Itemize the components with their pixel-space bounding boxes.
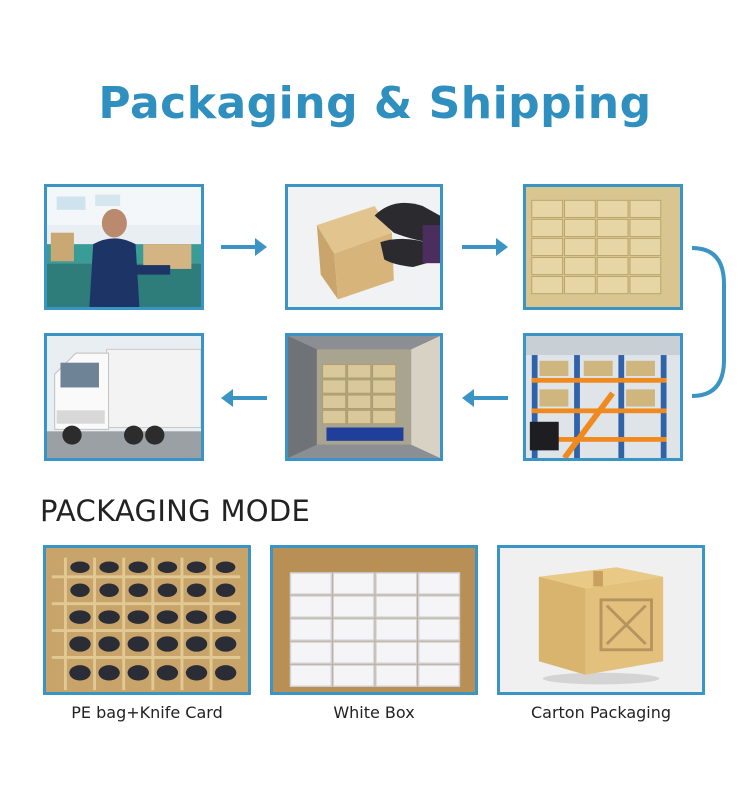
arrow-left-icon xyxy=(221,389,267,407)
mode-label-white-box: White Box xyxy=(333,703,415,722)
connector-curve-icon xyxy=(691,246,726,398)
container-loading-photo xyxy=(285,333,443,461)
hand-box-photo xyxy=(285,184,443,310)
factory-worker-photo xyxy=(44,184,204,310)
white-box-photo xyxy=(270,545,478,695)
warehouse-racks-photo xyxy=(523,333,683,461)
arrow-left-icon xyxy=(462,389,508,407)
mode-label-carton: Carton Packaging xyxy=(530,703,672,722)
mode-label-pe-bag: PE bag+Knife Card xyxy=(71,703,223,722)
arrow-right-icon xyxy=(221,238,267,256)
arrow-right-icon xyxy=(462,238,508,256)
stacked-cartons-photo xyxy=(523,184,683,310)
pe-bag-knife-card-photo xyxy=(43,545,251,695)
carton-box-photo xyxy=(497,545,705,695)
section-title: PACKAGING MODE xyxy=(40,494,311,528)
page-title: Packaging & Shipping xyxy=(98,78,652,129)
truck-photo xyxy=(44,333,204,461)
